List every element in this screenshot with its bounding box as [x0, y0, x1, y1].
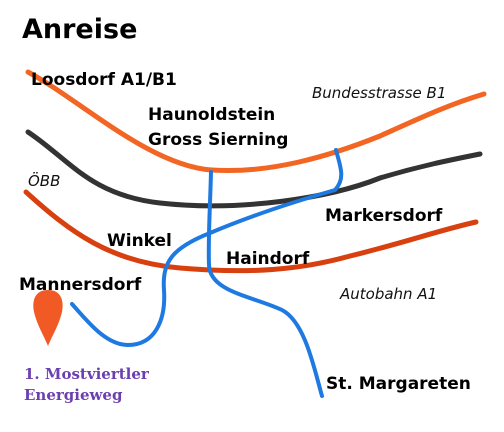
bundesstrasse-line: [25, 69, 487, 174]
label-winkel: Winkel: [107, 231, 172, 251]
map-title: Anreise: [22, 14, 138, 45]
autobahn-line: [23, 189, 479, 274]
start-point-label[interactable]: 1. Mostviertler Energieweg: [24, 364, 149, 406]
label-bundesstrasse: Bundesstrasse B1: [312, 84, 447, 102]
label-haindorf: Haindorf: [226, 249, 310, 269]
label-mannersdorf: Mannersdorf: [19, 275, 142, 295]
label-st-margareten: St. Margareten: [326, 374, 471, 394]
label-autobahn: Autobahn A1: [340, 285, 438, 303]
label-haunoldstein: Haunoldstein: [148, 105, 276, 125]
label-markersdorf: Markersdorf: [325, 206, 443, 226]
oebb-railway-line: [25, 129, 483, 209]
path-haunoldstein-st-margareten: [206, 170, 324, 398]
path-mannersdorf-markersdorf: [70, 148, 344, 348]
label-loosdorf: Loosdorf A1/B1: [31, 70, 177, 90]
label-gross-sierning: Gross Sierning: [148, 130, 289, 150]
start-point-line-1: 1. Mostviertler: [24, 365, 149, 383]
label-oebb: ÖBB: [28, 172, 61, 190]
start-point-line-2: Energieweg: [24, 386, 123, 404]
map-pin-icon[interactable]: [33, 290, 63, 346]
